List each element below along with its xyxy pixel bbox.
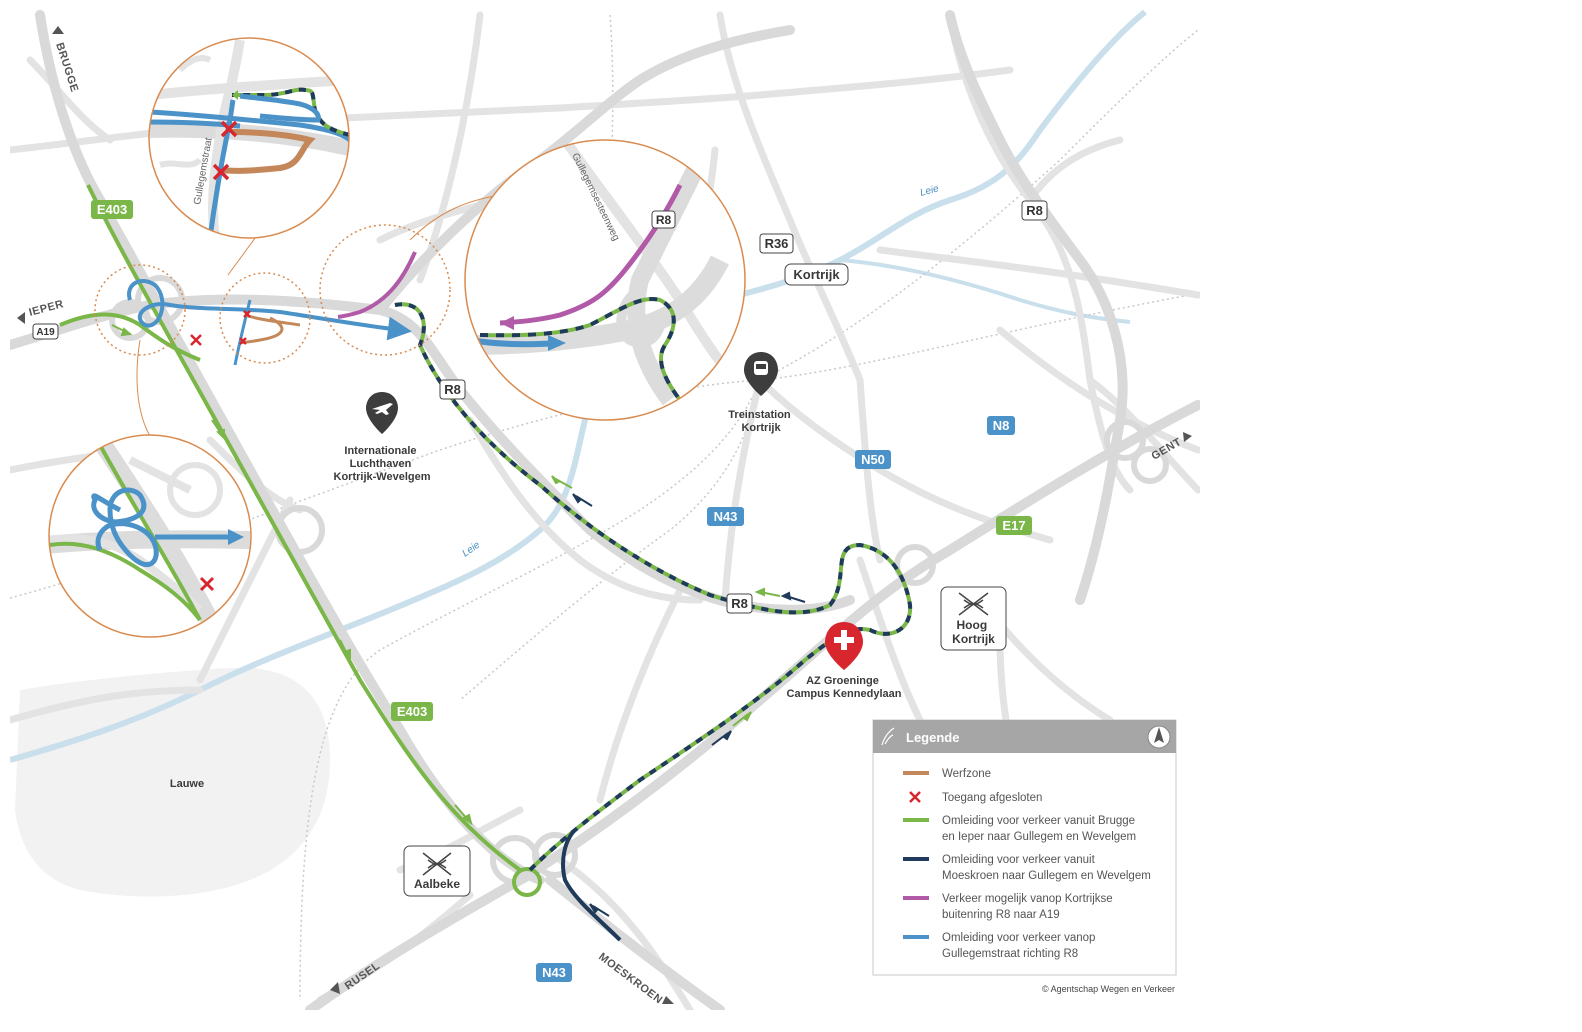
route-green-loop — [512, 867, 542, 897]
svg-text:N8: N8 — [993, 418, 1010, 433]
legend: Legende N Werfzone Toegang afgesloten Om… — [872, 719, 1177, 976]
route-blue-south — [233, 299, 252, 366]
svg-text:N: N — [1157, 743, 1161, 749]
leie-label-south: Leie — [460, 539, 482, 559]
svg-text:Omleiding voor verkeer vanop: Omleiding voor verkeer vanop — [942, 932, 1095, 944]
route-combined — [394, 302, 913, 942]
legend-item-green: Omleiding voor verkeer vanuit Brugge en … — [903, 815, 1136, 843]
lauwe-area — [15, 667, 330, 897]
route-purple — [337, 251, 417, 319]
badge-r8-east: R8 — [1021, 200, 1048, 221]
svg-text:R8: R8 — [656, 213, 672, 227]
legend-item-purple: Verkeer mogelijk vanop Kortrijkse buiten… — [903, 893, 1113, 921]
svg-text:R8: R8 — [731, 596, 748, 611]
svg-text:Omleiding voor verkeer vanuit: Omleiding voor verkeer vanuit — [942, 854, 1096, 866]
station-label: Treinstation Kortrijk — [728, 409, 793, 434]
hospital-pin — [825, 622, 863, 670]
direction-rusel: RUSEL — [330, 960, 382, 994]
svg-text:R8: R8 — [1026, 203, 1043, 218]
svg-text:RUSEL: RUSEL — [343, 960, 382, 993]
svg-text:E403: E403 — [97, 202, 127, 217]
station-pin — [744, 352, 778, 396]
hoog-kortrijk-interchange-box: Hoog Kortrijk — [940, 586, 1007, 651]
zoom-inset-r8-a19: Gullegemsesteenweg — [464, 139, 746, 421]
lauwe-label: Lauwe — [170, 778, 204, 790]
badge-n43-bottom: N43 — [536, 963, 572, 982]
closed-mark-zoom3 — [199, 576, 215, 592]
badge-e403-bottom: E403 — [391, 702, 433, 721]
badge-r36: R36 — [759, 233, 794, 254]
svg-text:N43: N43 — [714, 509, 738, 524]
closed-marks-small — [190, 310, 251, 346]
svg-text:Toegang afgesloten: Toegang afgesloten — [942, 792, 1042, 804]
route-arrows-navy — [572, 493, 806, 917]
leaf-logo-icon — [881, 727, 895, 746]
hospital-cross-icon — [834, 630, 854, 650]
kortrijk-label-box: Kortrijk — [784, 263, 849, 286]
zoom-connectors — [136, 194, 501, 437]
railways — [10, 14, 1199, 1001]
legend-item-werfzone: Werfzone — [903, 768, 991, 780]
svg-text:E403: E403 — [397, 704, 427, 719]
leie-river-branch — [839, 258, 1131, 324]
copyright: © Agentschap Wegen en Verkeer — [1042, 984, 1175, 994]
svg-text:R8: R8 — [444, 382, 461, 397]
svg-text:R36: R36 — [765, 236, 789, 251]
svg-text:A19: A19 — [36, 327, 55, 338]
badge-r8-mid: R8 — [439, 379, 466, 400]
leie-label-north: Leie — [919, 183, 941, 199]
badge-r8-low: R8 — [726, 593, 753, 614]
badge-a19: A19 — [32, 323, 59, 340]
direction-moeskroen: MOESKROEN — [596, 951, 674, 1007]
aalbeke-interchange-box: Aalbeke — [403, 845, 471, 897]
closed-x-icon — [909, 791, 921, 803]
svg-text:Verkeer mogelijk vanop Kortrij: Verkeer mogelijk vanop Kortrijkse — [942, 893, 1113, 905]
north-arrow-icon: N — [1147, 725, 1171, 749]
route-green-a19 — [59, 312, 201, 362]
airport-pin — [366, 392, 398, 434]
route-arrows-green — [111, 324, 781, 826]
legend-item-blue: Omleiding voor verkeer vanop Gullegemstr… — [903, 932, 1095, 960]
svg-text:N50: N50 — [861, 452, 885, 467]
svg-text:Gullegemstraat richting R8: Gullegemstraat richting R8 — [942, 948, 1078, 960]
svg-text:Moeskroen naar Gullegem en Wev: Moeskroen naar Gullegem en Wevelgem — [942, 870, 1151, 882]
interchanges — [109, 275, 1169, 885]
route-green-e403 — [86, 184, 522, 872]
badge-e17: E17 — [996, 516, 1032, 535]
svg-text:Hoog Kortrijk: Hoog Kortrijk — [952, 618, 995, 646]
svg-text:buitenring R8 naar A19: buitenring R8 naar A19 — [942, 909, 1060, 921]
badge-r8-zoom: R8 — [651, 210, 676, 229]
legend-item-closed: Toegang afgesloten — [909, 791, 1042, 804]
legend-item-navy: Omleiding voor verkeer vanuit Moeskroen … — [903, 854, 1151, 882]
svg-text:Kortrijk: Kortrijk — [793, 267, 840, 282]
focus-circles — [94, 224, 451, 364]
legend-title: Legende — [906, 730, 959, 745]
zoom-inset-gullegemstraat: Gullegemstraat — [148, 37, 350, 239]
svg-text:E17: E17 — [1002, 518, 1025, 533]
base-map — [10, 10, 1200, 1010]
direction-ieper: IEPER — [17, 298, 65, 324]
airport-label: Internationale Luchthaven Kortrijk-Wevel… — [334, 445, 431, 483]
svg-text:Omleiding voor verkeer vanuit: Omleiding voor verkeer vanuit Brugge — [942, 815, 1135, 827]
svg-text:N43: N43 — [542, 965, 566, 980]
secondary-roads — [10, 11, 1200, 1010]
badge-n8: N8 — [987, 416, 1015, 435]
zoom-inset-a19-e403 — [48, 434, 252, 638]
werfzone-mini — [239, 313, 301, 345]
interchange-icon — [422, 852, 452, 876]
svg-text:Aalbeke: Aalbeke — [414, 877, 460, 891]
route-blue — [127, 279, 412, 341]
closed-mark-zoom1 — [212, 120, 238, 181]
svg-text:IEPER: IEPER — [28, 298, 65, 319]
svg-text:Werfzone: Werfzone — [942, 768, 991, 780]
airplane-icon — [372, 403, 393, 415]
interchange-icon — [958, 592, 989, 616]
badge-e403-top: E403 — [91, 200, 133, 219]
hospital-label: AZ Groeninge Campus Kennedylaan — [787, 675, 902, 700]
road-badges: E403 E403 E17 A19 R8 R8 R8 R8 R36 N8 N50… — [32, 200, 1048, 982]
badge-n43-mid: N43 — [707, 507, 744, 526]
svg-text:en Ieper naar Gullegem en Weve: en Ieper naar Gullegem en Wevelgem — [942, 831, 1136, 843]
badge-n50: N50 — [855, 450, 891, 469]
